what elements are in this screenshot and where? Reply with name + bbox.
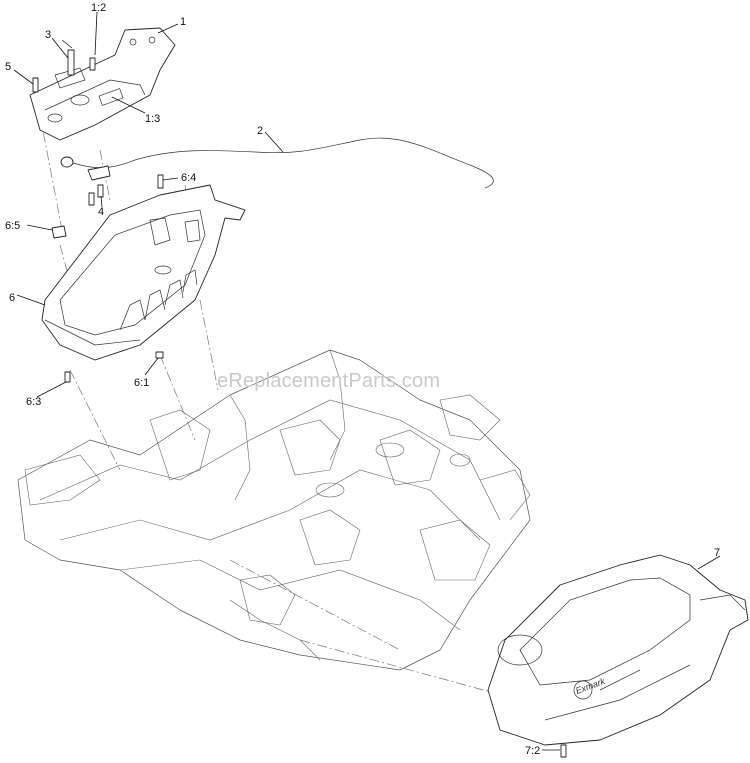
callout-1-2: 1:2: [91, 2, 107, 14]
callout-1: 1: [180, 16, 187, 28]
callout-1-3: 1:3: [145, 113, 161, 125]
hardware-screws: [32, 49, 104, 206]
callout-4: 4: [98, 206, 105, 218]
callout-6-4: 6:4: [181, 172, 197, 184]
callout-6: 6: [9, 292, 16, 304]
callout-2: 2: [257, 125, 264, 137]
callout-5: 5: [5, 61, 12, 73]
callout-7: 7: [714, 547, 721, 559]
console-pod: [41, 184, 246, 361]
console-hardware: [51, 174, 164, 383]
callout-7-2: 7:2: [525, 745, 541, 757]
leader-lines: [13, 11, 721, 751]
watermark-text: eReplacementParts.com: [217, 370, 441, 392]
callout-6-5: 6:5: [5, 220, 21, 232]
chassis-frame: [17, 349, 531, 671]
callout-6-3: 6:3: [26, 396, 42, 408]
callout-3: 3: [45, 29, 52, 41]
cable-assembly: [60, 137, 494, 189]
callout-6-1: 6:1: [134, 377, 150, 389]
side-console-cover: [487, 554, 749, 746]
control-panel-plate: [29, 27, 176, 141]
screw-7-2: [560, 744, 567, 758]
